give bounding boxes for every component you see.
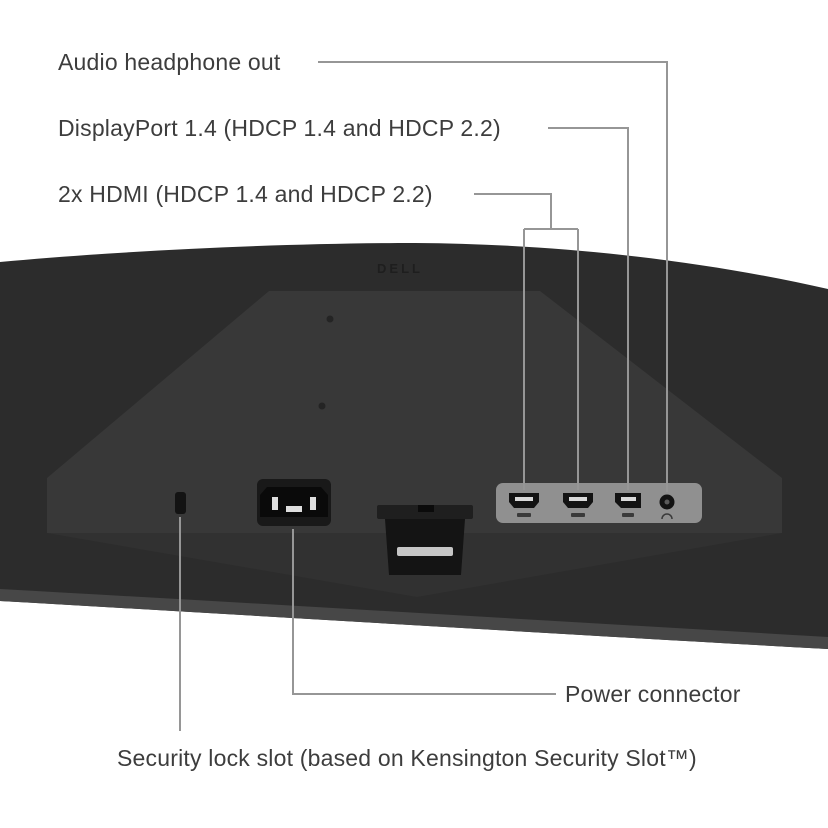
security-lock-slot — [175, 492, 186, 514]
callout-line-power — [292, 529, 556, 695]
callout-line-displayport — [548, 127, 629, 490]
label-security-lock-slot: Security lock slot (based on Kensington … — [117, 745, 697, 771]
power-inlet-cutout — [260, 487, 328, 517]
label-hdmi: 2x HDMI (HDCP 1.4 and HDCP 2.2) — [58, 181, 433, 207]
displayport-slot — [621, 497, 636, 501]
label-displayport: DisplayPort 1.4 (HDCP 1.4 and HDCP 2.2) — [58, 115, 501, 141]
hdmi-port-1-icon — [517, 513, 531, 517]
audio-jack-hole — [664, 499, 670, 505]
callout-line-hdmi — [474, 193, 579, 490]
displayport-port — [615, 493, 641, 517]
hdmi-port-2 — [563, 493, 593, 517]
stand-mount — [377, 505, 473, 575]
brand-logo-text: DELL — [377, 261, 423, 276]
callout-lines — [179, 61, 668, 731]
port-plate — [496, 483, 702, 523]
displayport-icon — [622, 513, 634, 517]
power-pin-right — [310, 497, 316, 510]
stand-notch — [418, 505, 434, 512]
hdmi-port-2-slot — [569, 497, 587, 501]
port-plate-surface — [496, 483, 702, 523]
power-pin-center — [286, 506, 302, 512]
hdmi-port-1 — [509, 493, 539, 517]
power-pin-left — [272, 497, 278, 510]
audio-jack — [659, 494, 675, 520]
power-connector — [257, 479, 331, 526]
hdmi-port-1-slot — [515, 497, 533, 501]
callout-line-audio — [318, 61, 668, 492]
monitor-bottom-edge — [0, 589, 828, 649]
monitor-back-panel — [47, 291, 782, 533]
hdmi-port-2-icon — [571, 513, 585, 517]
vesa-screw-bottom — [318, 402, 326, 410]
label-power-connector: Power connector — [565, 681, 741, 707]
headphone-icon — [661, 513, 673, 520]
monitor-back: DELL — [0, 243, 828, 649]
vesa-screw-top — [326, 315, 334, 323]
label-audio-headphone-out: Audio headphone out — [58, 49, 281, 75]
stand-release-latch — [397, 547, 453, 556]
